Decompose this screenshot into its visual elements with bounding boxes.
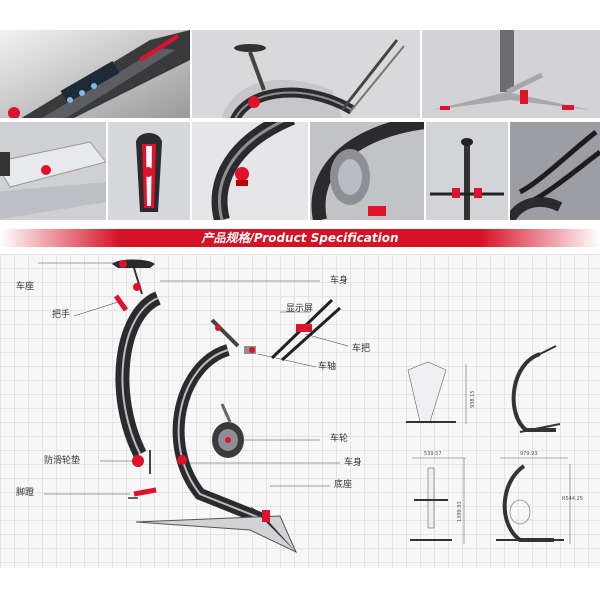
label-base: 底座 bbox=[334, 480, 353, 490]
dim-front-width: 539.57 bbox=[424, 451, 442, 457]
label-wheel: 车轮 bbox=[330, 434, 349, 444]
photo-seat-and-handlebar bbox=[192, 30, 420, 118]
spec-banner: 产品规格/Product Specification bbox=[0, 224, 600, 254]
label-handlebar: 车把 bbox=[352, 344, 371, 354]
label-seat: 车座 bbox=[16, 282, 35, 292]
label-axle: 车轴 bbox=[318, 362, 337, 372]
dim-side-radius: R544.25 bbox=[562, 496, 583, 502]
photo-seat-top-view bbox=[108, 122, 190, 220]
banner-title: 产品规格/Product Specification bbox=[0, 229, 600, 247]
lower-body-part bbox=[172, 344, 273, 528]
photo-handlebar-grips bbox=[510, 122, 600, 220]
photo-wheel-detail bbox=[310, 122, 424, 220]
label-handle: 把手 bbox=[52, 310, 71, 320]
wheel-part bbox=[212, 403, 244, 458]
label-display: 显示屏 bbox=[286, 304, 314, 314]
handle-part bbox=[113, 294, 129, 312]
label-body-top: 车身 bbox=[330, 276, 349, 286]
seat-part bbox=[112, 259, 155, 295]
banner-title-cn: 产品规格 bbox=[201, 231, 250, 245]
dim-side-height: 938.15 bbox=[470, 390, 476, 409]
label-antiskid-pad: 防滑轮垫 bbox=[44, 456, 81, 466]
photo-console-closeup bbox=[0, 30, 190, 118]
photo-frame-knob-detail bbox=[192, 122, 308, 220]
upper-body-part bbox=[115, 291, 162, 458]
banner-title-en: Product Specification bbox=[253, 231, 399, 245]
pedal-part bbox=[128, 487, 157, 499]
display-part bbox=[210, 318, 240, 348]
banner-bar bbox=[0, 229, 600, 247]
dim-side-length: 979.93 bbox=[520, 451, 538, 457]
leader-lines bbox=[38, 262, 349, 495]
product-photo-gallery bbox=[0, 30, 600, 220]
orthographic-views bbox=[406, 345, 571, 544]
label-body-bottom: 车身 bbox=[344, 458, 363, 468]
handlebar-part bbox=[270, 298, 342, 362]
axle-part bbox=[244, 346, 256, 354]
exploded-diagram bbox=[38, 259, 571, 554]
photo-base-foot-detail bbox=[0, 122, 106, 220]
base-part bbox=[135, 506, 298, 554]
banner-title-sep: / bbox=[249, 231, 254, 245]
spec-area: 车座 把手 车身 显示屏 车把 车轴 车轮 车身 防滑轮垫 脚蹬 底座 938.… bbox=[0, 254, 600, 568]
photo-handlebar-front bbox=[426, 122, 508, 220]
antiskid-pad-part bbox=[132, 450, 151, 474]
dim-front-height: 1399.93 bbox=[457, 501, 463, 522]
label-pedal: 脚蹬 bbox=[16, 488, 35, 498]
photo-base-tripod bbox=[422, 30, 600, 118]
